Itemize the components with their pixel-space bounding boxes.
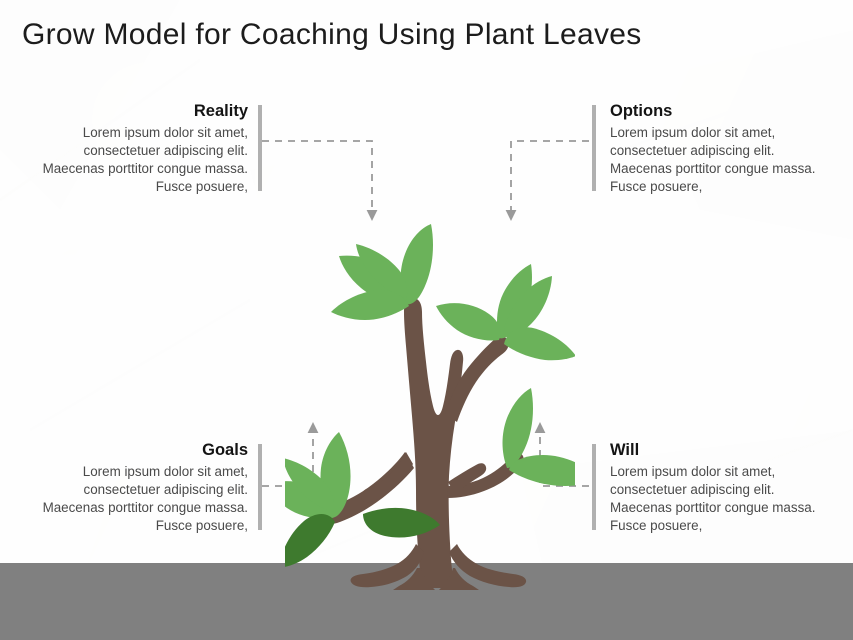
leaf-cluster-top-left <box>331 224 433 320</box>
body-reality: Lorem ipsum dolor sit amet, consectetuer… <box>42 125 248 194</box>
text-block-will: Will Lorem ipsum dolor sit amet, consect… <box>610 440 832 535</box>
divider-bar-goals <box>258 444 262 530</box>
text-block-goals: Goals Lorem ipsum dolor sit amet, consec… <box>26 440 248 535</box>
divider-bar-will <box>592 444 596 530</box>
text-block-options: Options Lorem ipsum dolor sit amet, cons… <box>610 101 832 196</box>
tree-illustration <box>285 224 575 590</box>
heading-goals: Goals <box>202 441 248 459</box>
body-options: Lorem ipsum dolor sit amet, consectetuer… <box>610 125 816 194</box>
leaf-cluster-top-right <box>436 264 575 361</box>
divider-bar-options <box>592 105 596 191</box>
heading-will: Will <box>610 441 640 459</box>
leaf-cluster-left <box>285 432 440 567</box>
heading-options: Options <box>610 102 673 120</box>
page-title: Grow Model for Coaching Using Plant Leav… <box>22 18 642 51</box>
text-block-reality: Reality Lorem ipsum dolor sit amet, cons… <box>26 101 248 196</box>
heading-reality: Reality <box>193 102 248 120</box>
body-goals: Lorem ipsum dolor sit amet, consectetuer… <box>42 464 248 533</box>
tree-trunk <box>323 298 527 590</box>
leaf-cluster-right <box>502 388 575 486</box>
body-will: Lorem ipsum dolor sit amet, consectetuer… <box>610 464 816 533</box>
divider-bar-reality <box>258 105 262 191</box>
